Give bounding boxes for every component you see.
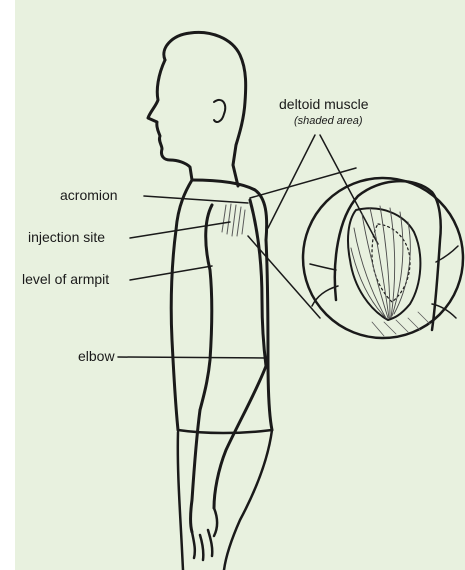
deltoid-muscle-label: deltoid muscle <box>279 96 369 112</box>
deltoid-muscle-sublabel: (shaded area) <box>294 115 363 128</box>
acromion-leader <box>144 196 248 203</box>
level-of-armpit-label: level of armpit <box>22 271 109 287</box>
elbow-leader <box>118 357 266 358</box>
elbow-label: elbow <box>78 348 115 364</box>
chest-line <box>171 180 192 430</box>
zoom-connector-bottom <box>248 236 320 318</box>
face-profile <box>148 60 192 180</box>
upper-arm-back <box>250 200 266 366</box>
magnified-muscle-fibers <box>351 206 410 318</box>
buttock <box>224 430 272 570</box>
upper-arm-front <box>200 205 212 410</box>
zoom-connector-top <box>250 168 356 198</box>
waist-line <box>178 430 272 433</box>
back-line <box>266 240 272 430</box>
forearm-back <box>214 366 266 508</box>
front-thigh <box>178 432 183 570</box>
ear <box>214 100 225 122</box>
acromion-label: acromion <box>60 187 118 203</box>
injection-site-leader <box>130 222 230 238</box>
injection-site-label: injection site <box>28 229 105 245</box>
deltoid-shaded-area <box>222 204 245 236</box>
head-outline <box>164 32 246 186</box>
hand <box>192 508 217 560</box>
forearm-front <box>191 410 201 532</box>
